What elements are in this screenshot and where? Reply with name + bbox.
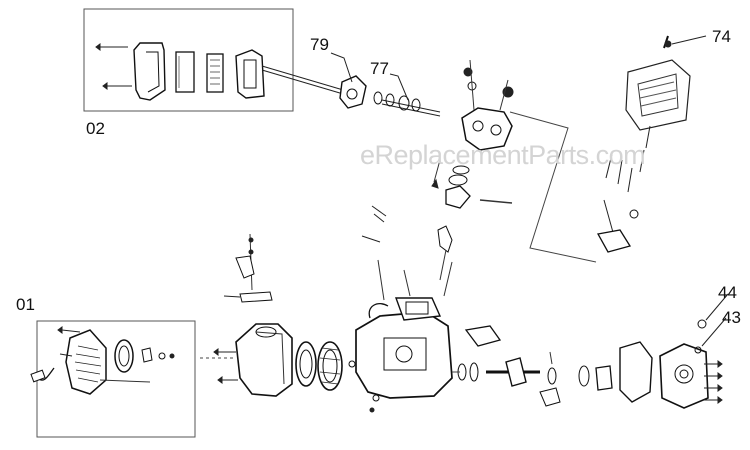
upper-right-assembly [596, 35, 691, 253]
crankshaft-assembly [457, 325, 613, 407]
filter-element [175, 51, 195, 93]
callout-02: 02 [86, 119, 105, 138]
crankcase-gasket [619, 341, 653, 403]
crankcase [355, 205, 453, 413]
flywheel [295, 341, 356, 391]
callout-44: 44 [718, 283, 737, 302]
air-filter-box [83, 8, 294, 112]
recoil-starter-box [30, 320, 196, 438]
callout-43: 43 [722, 308, 741, 327]
carburetor-assembly [339, 75, 421, 112]
crankcase-cover [659, 319, 723, 409]
filter-cover-screws [95, 43, 132, 90]
ignition-parts [223, 233, 273, 303]
callout-77: 77 [370, 59, 389, 78]
callout-74: 74 [712, 27, 731, 46]
starter-housing [65, 329, 107, 395]
leader-79 [330, 52, 353, 83]
filter-mesh [206, 53, 224, 93]
watermark-text: eReplacementParts.com [360, 140, 646, 170]
leader-44 [705, 293, 729, 321]
leader-43 [701, 317, 727, 347]
leader-74 [671, 35, 707, 45]
cylinder-head-assembly [431, 59, 514, 281]
starter-pulley [114, 339, 134, 373]
filter-base [235, 49, 265, 99]
leader-77 [389, 73, 409, 101]
callout-79: 79 [310, 35, 329, 54]
filter-cover [133, 42, 166, 101]
callout-01: 01 [16, 295, 35, 314]
fan-cover [213, 323, 293, 397]
connecting-line [509, 111, 597, 263]
